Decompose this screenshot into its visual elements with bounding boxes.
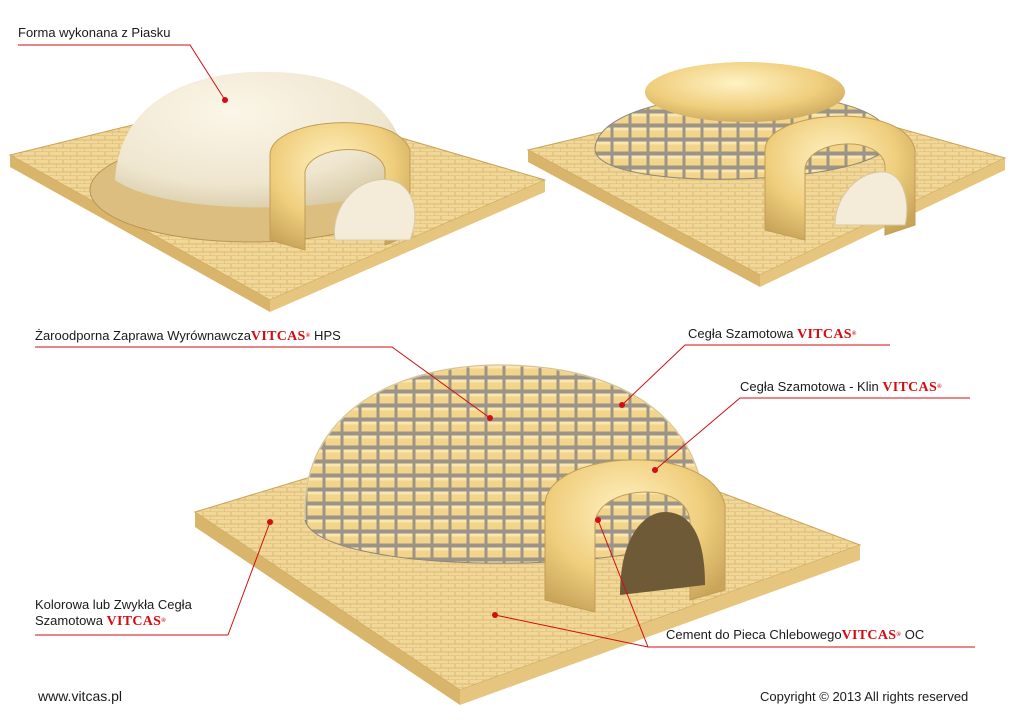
vitcas-logo: VITCAS® bbox=[251, 329, 311, 344]
label-wedge-brick: Cegła Szamotowa - Klin VITCAS® bbox=[740, 379, 942, 396]
vitcas-logo: VITCAS® bbox=[797, 327, 857, 342]
sand-core bbox=[645, 62, 845, 122]
vitcas-logo: VITCAS® bbox=[842, 628, 902, 643]
website-link[interactable]: www.vitcas.pl bbox=[38, 688, 122, 704]
label-sand-form: Forma wykonana z Piasku bbox=[18, 25, 170, 41]
partial-dome-illustration bbox=[528, 62, 1005, 287]
full-dome-illustration bbox=[195, 365, 860, 705]
label-cement: Cement do Pieca ChlebowegoVITCAS® OC bbox=[666, 627, 924, 644]
copyright-text: Copyright © 2013 All rights reserved bbox=[760, 689, 968, 704]
vitcas-logo: VITCAS® bbox=[107, 614, 167, 629]
label-mortar: Żaroodporna Zaprawa WyrównawczaVITCAS® H… bbox=[35, 328, 341, 345]
leader-firebrick bbox=[622, 345, 890, 405]
leader-wedge-brick bbox=[655, 398, 970, 470]
label-firebrick: Cegła Szamotowa VITCAS® bbox=[688, 326, 857, 343]
label-base-brick: Kolorowa lub Zwykła Cegła Szamotowa VITC… bbox=[35, 597, 192, 630]
sand-form-illustration bbox=[10, 72, 545, 312]
vitcas-logo: VITCAS® bbox=[882, 380, 942, 395]
